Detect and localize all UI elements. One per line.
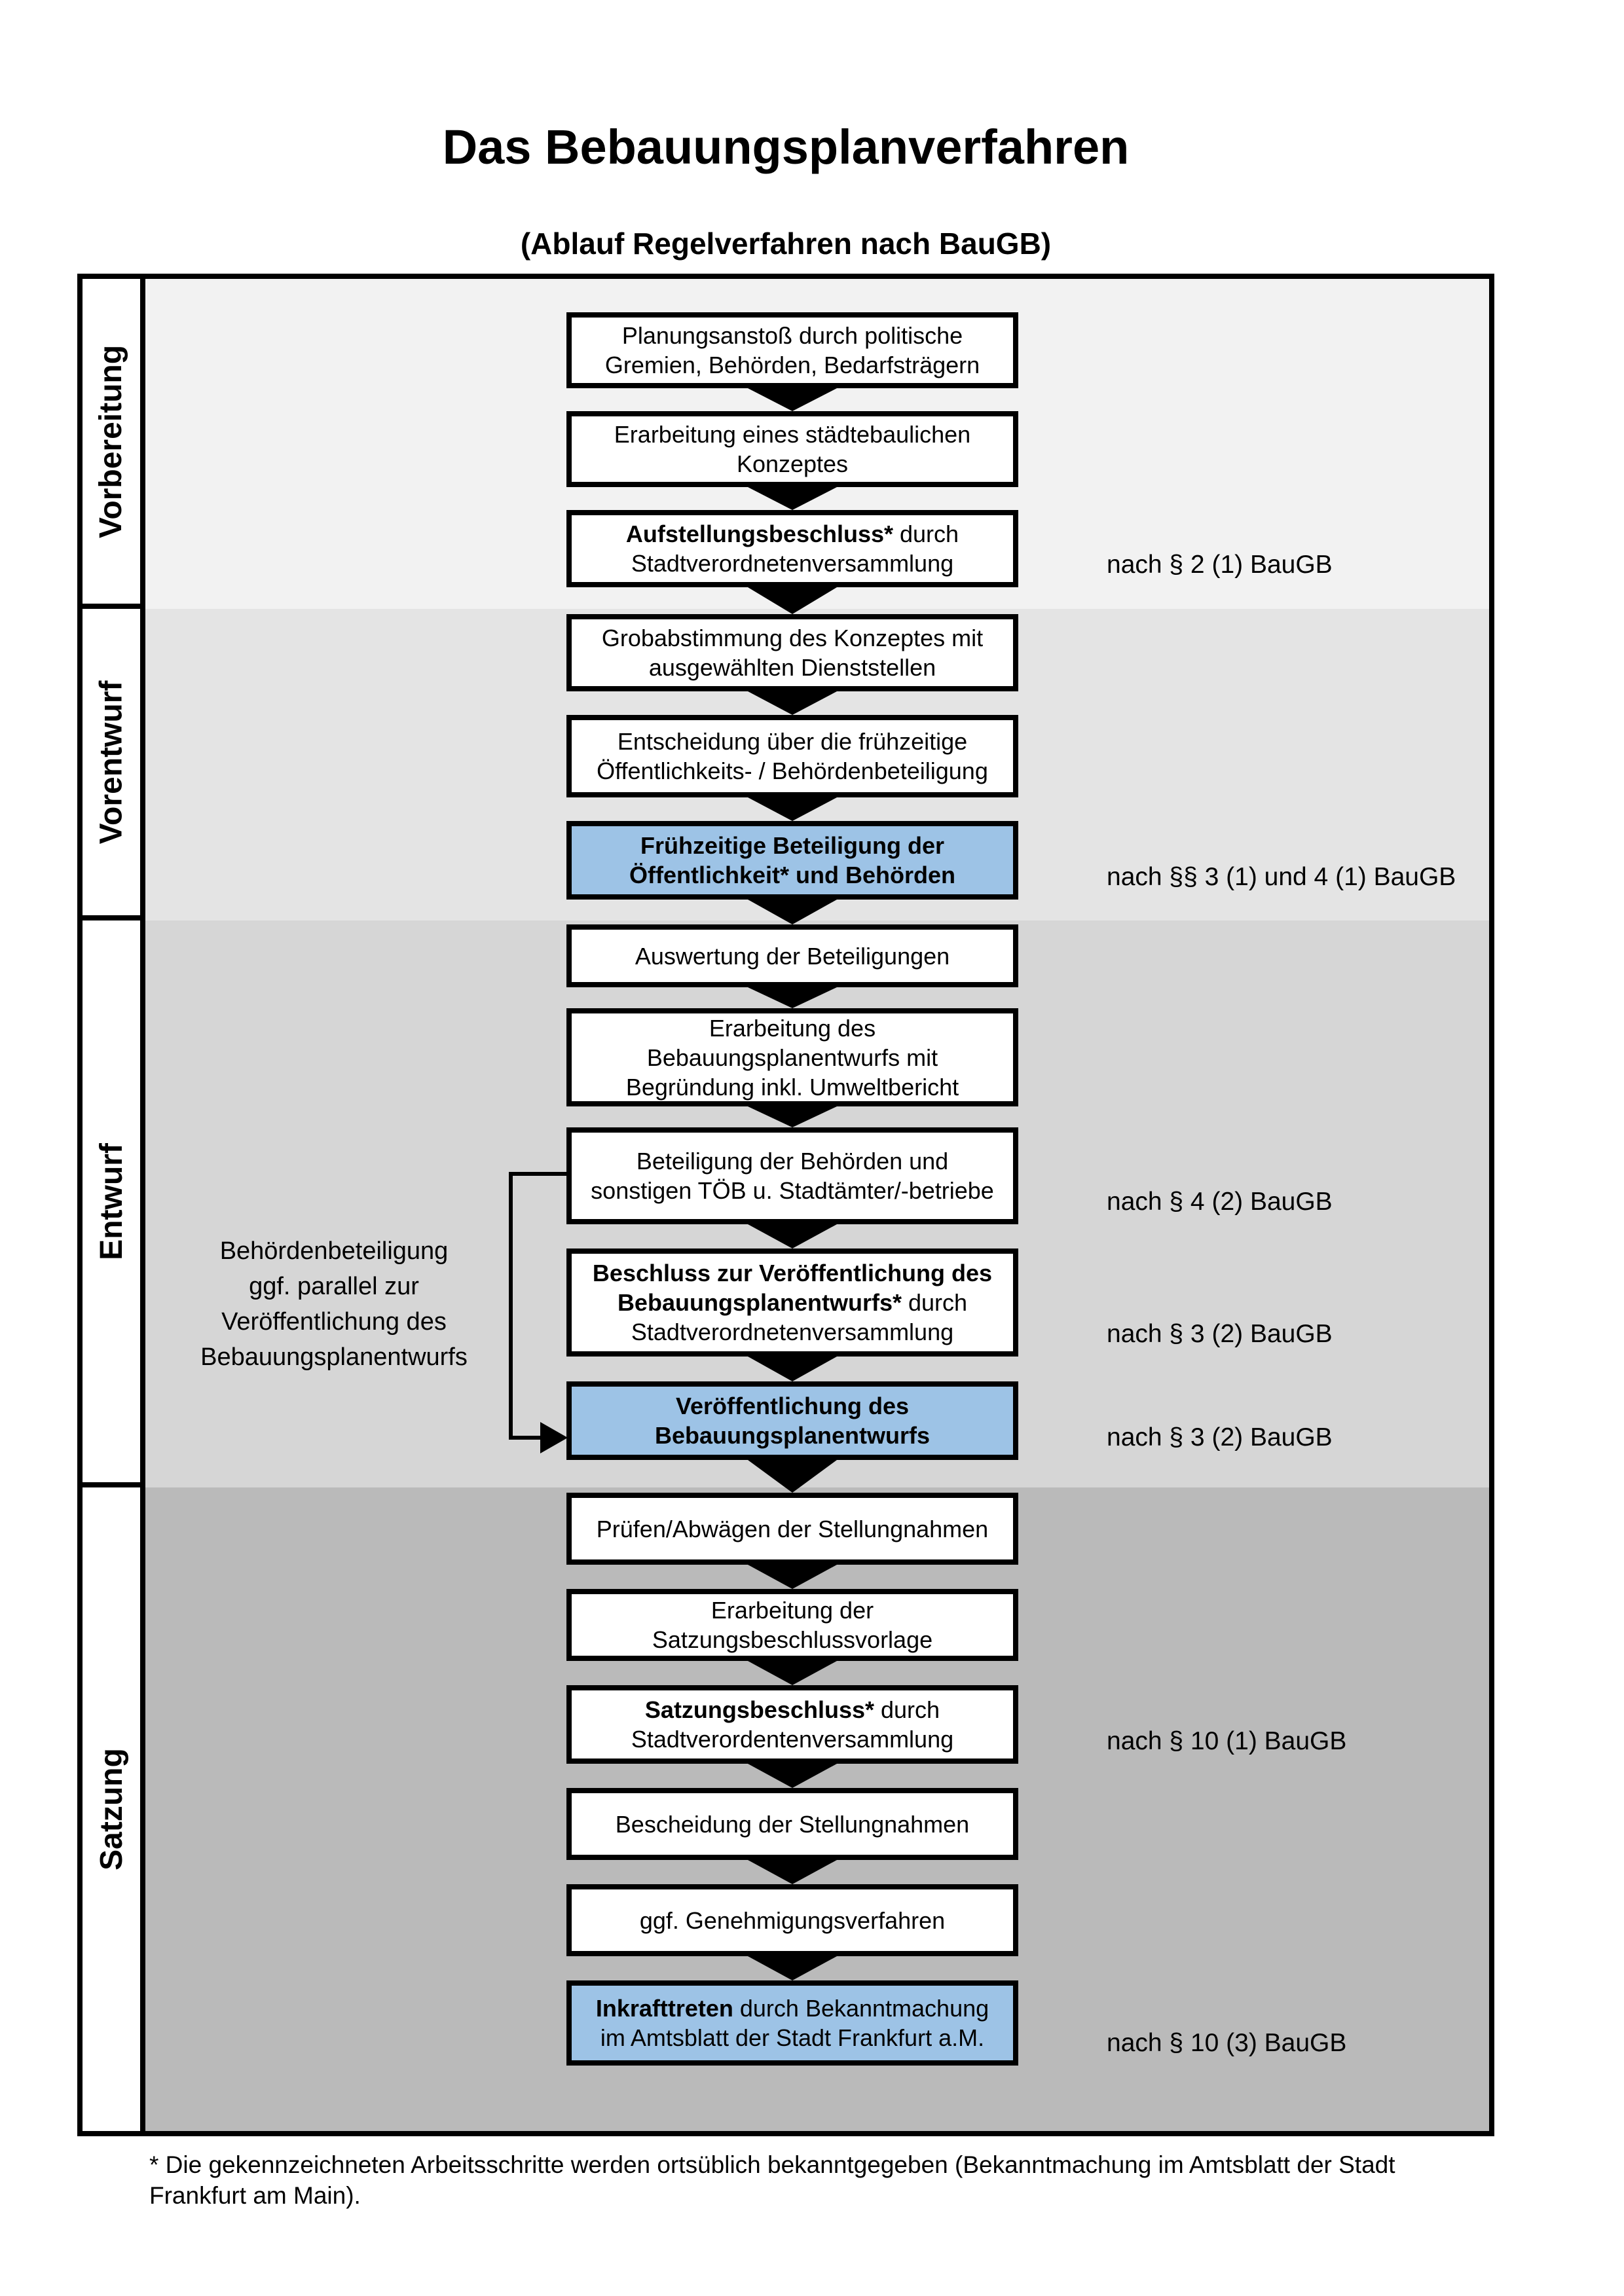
phase-bands xyxy=(145,279,1489,2131)
phase-band-satzung xyxy=(145,1487,1489,2131)
footnote: * Die gekennzeichneten Arbeitsschritte w… xyxy=(149,2151,1395,2209)
phase-cell-vorbereitung: Vorbereitung xyxy=(83,279,140,609)
phase-label: Vorbereitung xyxy=(94,344,129,538)
phase-band-vorbereitung xyxy=(145,279,1489,609)
phase-label: Entwurf xyxy=(94,1142,129,1260)
phase-band-entwurf xyxy=(145,920,1489,1487)
page-title: Das Bebauungsplanverfahren xyxy=(442,120,1130,174)
phase-label: Vorentwurf xyxy=(94,680,129,844)
phase-cell-vorentwurf: Vorentwurf xyxy=(83,609,140,920)
phase-label: Satzung xyxy=(94,1748,129,1870)
phase-band-vorentwurf xyxy=(145,609,1489,920)
phase-cell-entwurf: Entwurf xyxy=(83,920,140,1487)
phase-cell-satzung: Satzung xyxy=(83,1487,140,2131)
page-subtitle: (Ablauf Regelverfahren nach BauGB) xyxy=(520,227,1052,261)
